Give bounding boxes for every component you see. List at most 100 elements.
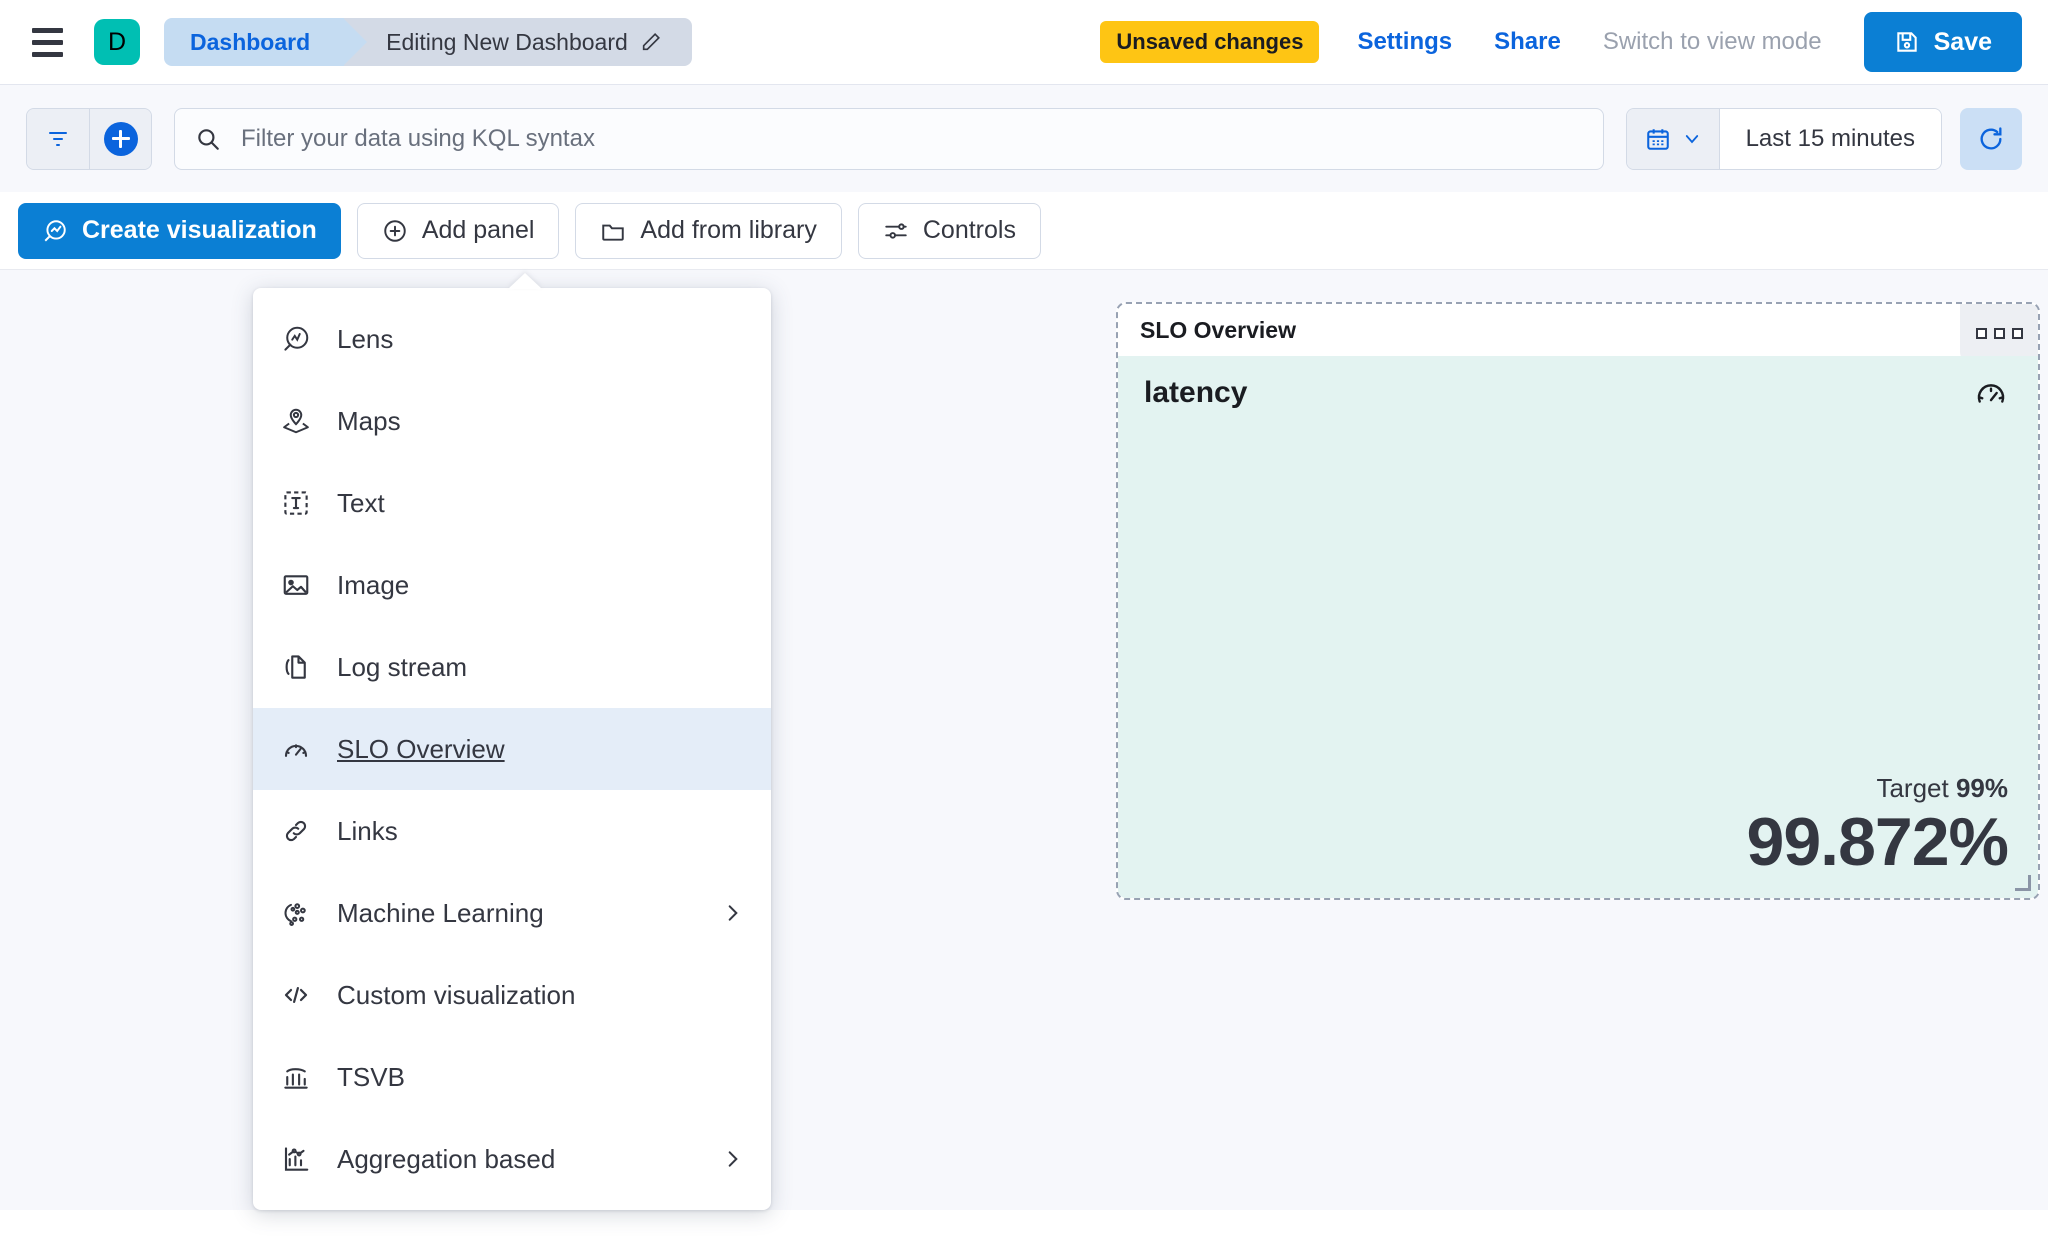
menu-item-label: Aggregation based	[337, 1143, 556, 1174]
query-bar: Filter your data using KQL syntax Last 1…	[0, 84, 2048, 192]
panel-body: latency Target 99% 99.872%	[1118, 356, 2038, 898]
bottom-strip	[0, 1210, 2048, 1248]
panel-menu-dot	[1993, 327, 2005, 339]
menu-item-label: Machine Learning	[337, 897, 544, 928]
slo-target-row: Target 99%	[1144, 773, 2008, 804]
hamburger-menu-icon[interactable]	[26, 21, 68, 63]
popover-arrow	[508, 273, 542, 289]
lens-icon	[44, 219, 66, 241]
image-icon	[283, 575, 309, 595]
resize-handle-icon[interactable]	[2015, 875, 2031, 891]
menu-item-links[interactable]: Links	[253, 790, 771, 872]
menu-item-label: Custom visualization	[337, 979, 576, 1010]
save-button-label: Save	[1933, 27, 1992, 56]
controls-button[interactable]: Controls	[857, 202, 1041, 259]
menu-item-label: Log stream	[337, 651, 468, 682]
panel-header: SLO Overview	[1118, 304, 2038, 362]
refresh-button[interactable]	[1960, 107, 2022, 170]
breadcrumb-dashboard[interactable]: Dashboard	[164, 18, 368, 66]
add-panel-menu: Lens Maps Text Image Log stream	[253, 273, 771, 1210]
breadcrumb-current[interactable]: Editing New Dashboard	[344, 18, 692, 66]
date-range-picker: Last 15 minutes	[1625, 107, 1942, 170]
switch-view-mode-link[interactable]: Switch to view mode	[1602, 28, 1822, 55]
menu-item-lens[interactable]: Lens	[253, 298, 771, 380]
menu-item-machine-learning[interactable]: Machine Learning	[253, 872, 771, 954]
slo-current-value: 99.872%	[1746, 804, 2009, 880]
menu-item-maps[interactable]: Maps	[253, 380, 771, 462]
menu-item-log-stream[interactable]: Log stream	[253, 626, 771, 708]
settings-link[interactable]: Settings	[1357, 28, 1453, 55]
plus-circle-icon	[103, 121, 138, 156]
menu-item-text[interactable]: Text	[253, 462, 771, 544]
dashboard-panel-slo-overview[interactable]: SLO Overview latency Target 99% 99.872%	[1116, 302, 2040, 900]
refresh-icon	[1980, 126, 2002, 149]
menu-item-label: Image	[337, 569, 410, 600]
save-button[interactable]: Save	[1863, 12, 2022, 72]
search-input-placeholder: Filter your data using KQL syntax	[241, 124, 595, 152]
menu-item-label: Links	[337, 815, 398, 846]
hamburger-line	[31, 27, 63, 33]
menu-item-label: TSVB	[337, 1061, 405, 1092]
hamburger-line	[31, 51, 63, 57]
add-filter-button[interactable]	[89, 108, 151, 169]
calendar-icon	[1646, 128, 1669, 150]
text-box-icon	[284, 491, 308, 515]
slo-summary: Target 99% 99.872%	[1144, 773, 2009, 880]
folder-icon	[602, 224, 625, 241]
controls-sliders-icon	[885, 222, 907, 239]
lens-icon	[284, 326, 309, 351]
search-icon	[198, 128, 219, 150]
slo-target-label: Target	[1876, 773, 1949, 803]
breadcrumb-dashboard-label: Dashboard	[190, 28, 311, 55]
menu-item-slo-overview[interactable]: SLO Overview	[253, 708, 771, 790]
breadcrumb: Dashboard Editing New Dashboard	[164, 18, 692, 66]
save-disk-icon	[1896, 32, 1917, 52]
status-badge: Unsaved changes	[1100, 21, 1320, 63]
menu-item-label: Maps	[337, 405, 401, 436]
panel-title: SLO Overview	[1140, 316, 1296, 343]
filter-button-group	[26, 107, 152, 170]
date-range-value[interactable]: Last 15 minutes	[1719, 108, 1941, 169]
breadcrumb-current-label: Editing New Dashboard	[386, 28, 628, 55]
gauge-icon	[1977, 384, 2005, 403]
slo-name: latency	[1144, 376, 1248, 409]
panel-context-menu-icon[interactable]	[1960, 304, 2038, 362]
add-from-library-button[interactable]: Add from library	[575, 202, 842, 259]
add-panel-label: Add panel	[421, 216, 535, 244]
dashboard-edit-toolbar: Create visualization Add panel Add from …	[0, 192, 2048, 270]
chevron-down-icon	[1685, 134, 1698, 143]
map-marker-layers-icon	[283, 408, 309, 434]
chevron-right-icon	[728, 905, 738, 921]
menu-item-image[interactable]: Image	[253, 544, 771, 626]
funnel-icon	[49, 131, 67, 146]
controls-label: Controls	[922, 216, 1016, 244]
slo-target-value: 99%	[1955, 773, 2008, 803]
slo-top-row: latency	[1144, 376, 2008, 410]
search-input[interactable]: Filter your data using KQL syntax	[174, 107, 1604, 170]
top-header-bar: D Dashboard Editing New Dashboard Unsave…	[0, 0, 2048, 84]
avatar[interactable]: D	[94, 19, 140, 65]
add-from-library-label: Add from library	[640, 216, 817, 244]
menu-item-tsvb[interactable]: TSVB	[253, 1036, 771, 1118]
code-brackets-icon	[284, 987, 308, 1003]
menu-item-custom-visualization[interactable]: Custom visualization	[253, 954, 771, 1036]
plus-circle-outline-icon	[384, 219, 406, 242]
menu-item-label: Lens	[337, 323, 394, 354]
menu-item-label: SLO Overview	[337, 733, 505, 764]
log-stream-icon	[285, 655, 306, 679]
pencil-icon[interactable]	[640, 31, 662, 53]
filter-options-button[interactable]	[27, 108, 89, 169]
machine-learning-icon	[284, 903, 306, 926]
menu-item-label: Text	[337, 487, 385, 518]
create-visualization-label: Create visualization	[82, 216, 317, 244]
calendar-quick-select-button[interactable]	[1626, 108, 1720, 169]
chevron-right-icon	[728, 1151, 738, 1167]
create-visualization-button[interactable]: Create visualization	[18, 202, 341, 259]
add-panel-button[interactable]: Add panel	[356, 202, 560, 259]
gauge-icon	[284, 744, 308, 757]
panel-menu-dot	[2011, 327, 2023, 339]
aggregation-chart-icon	[284, 1147, 309, 1171]
panel-menu-dot	[1975, 327, 1987, 339]
menu-item-aggregation-based[interactable]: Aggregation based	[253, 1118, 771, 1200]
share-link[interactable]: Share	[1494, 28, 1561, 55]
